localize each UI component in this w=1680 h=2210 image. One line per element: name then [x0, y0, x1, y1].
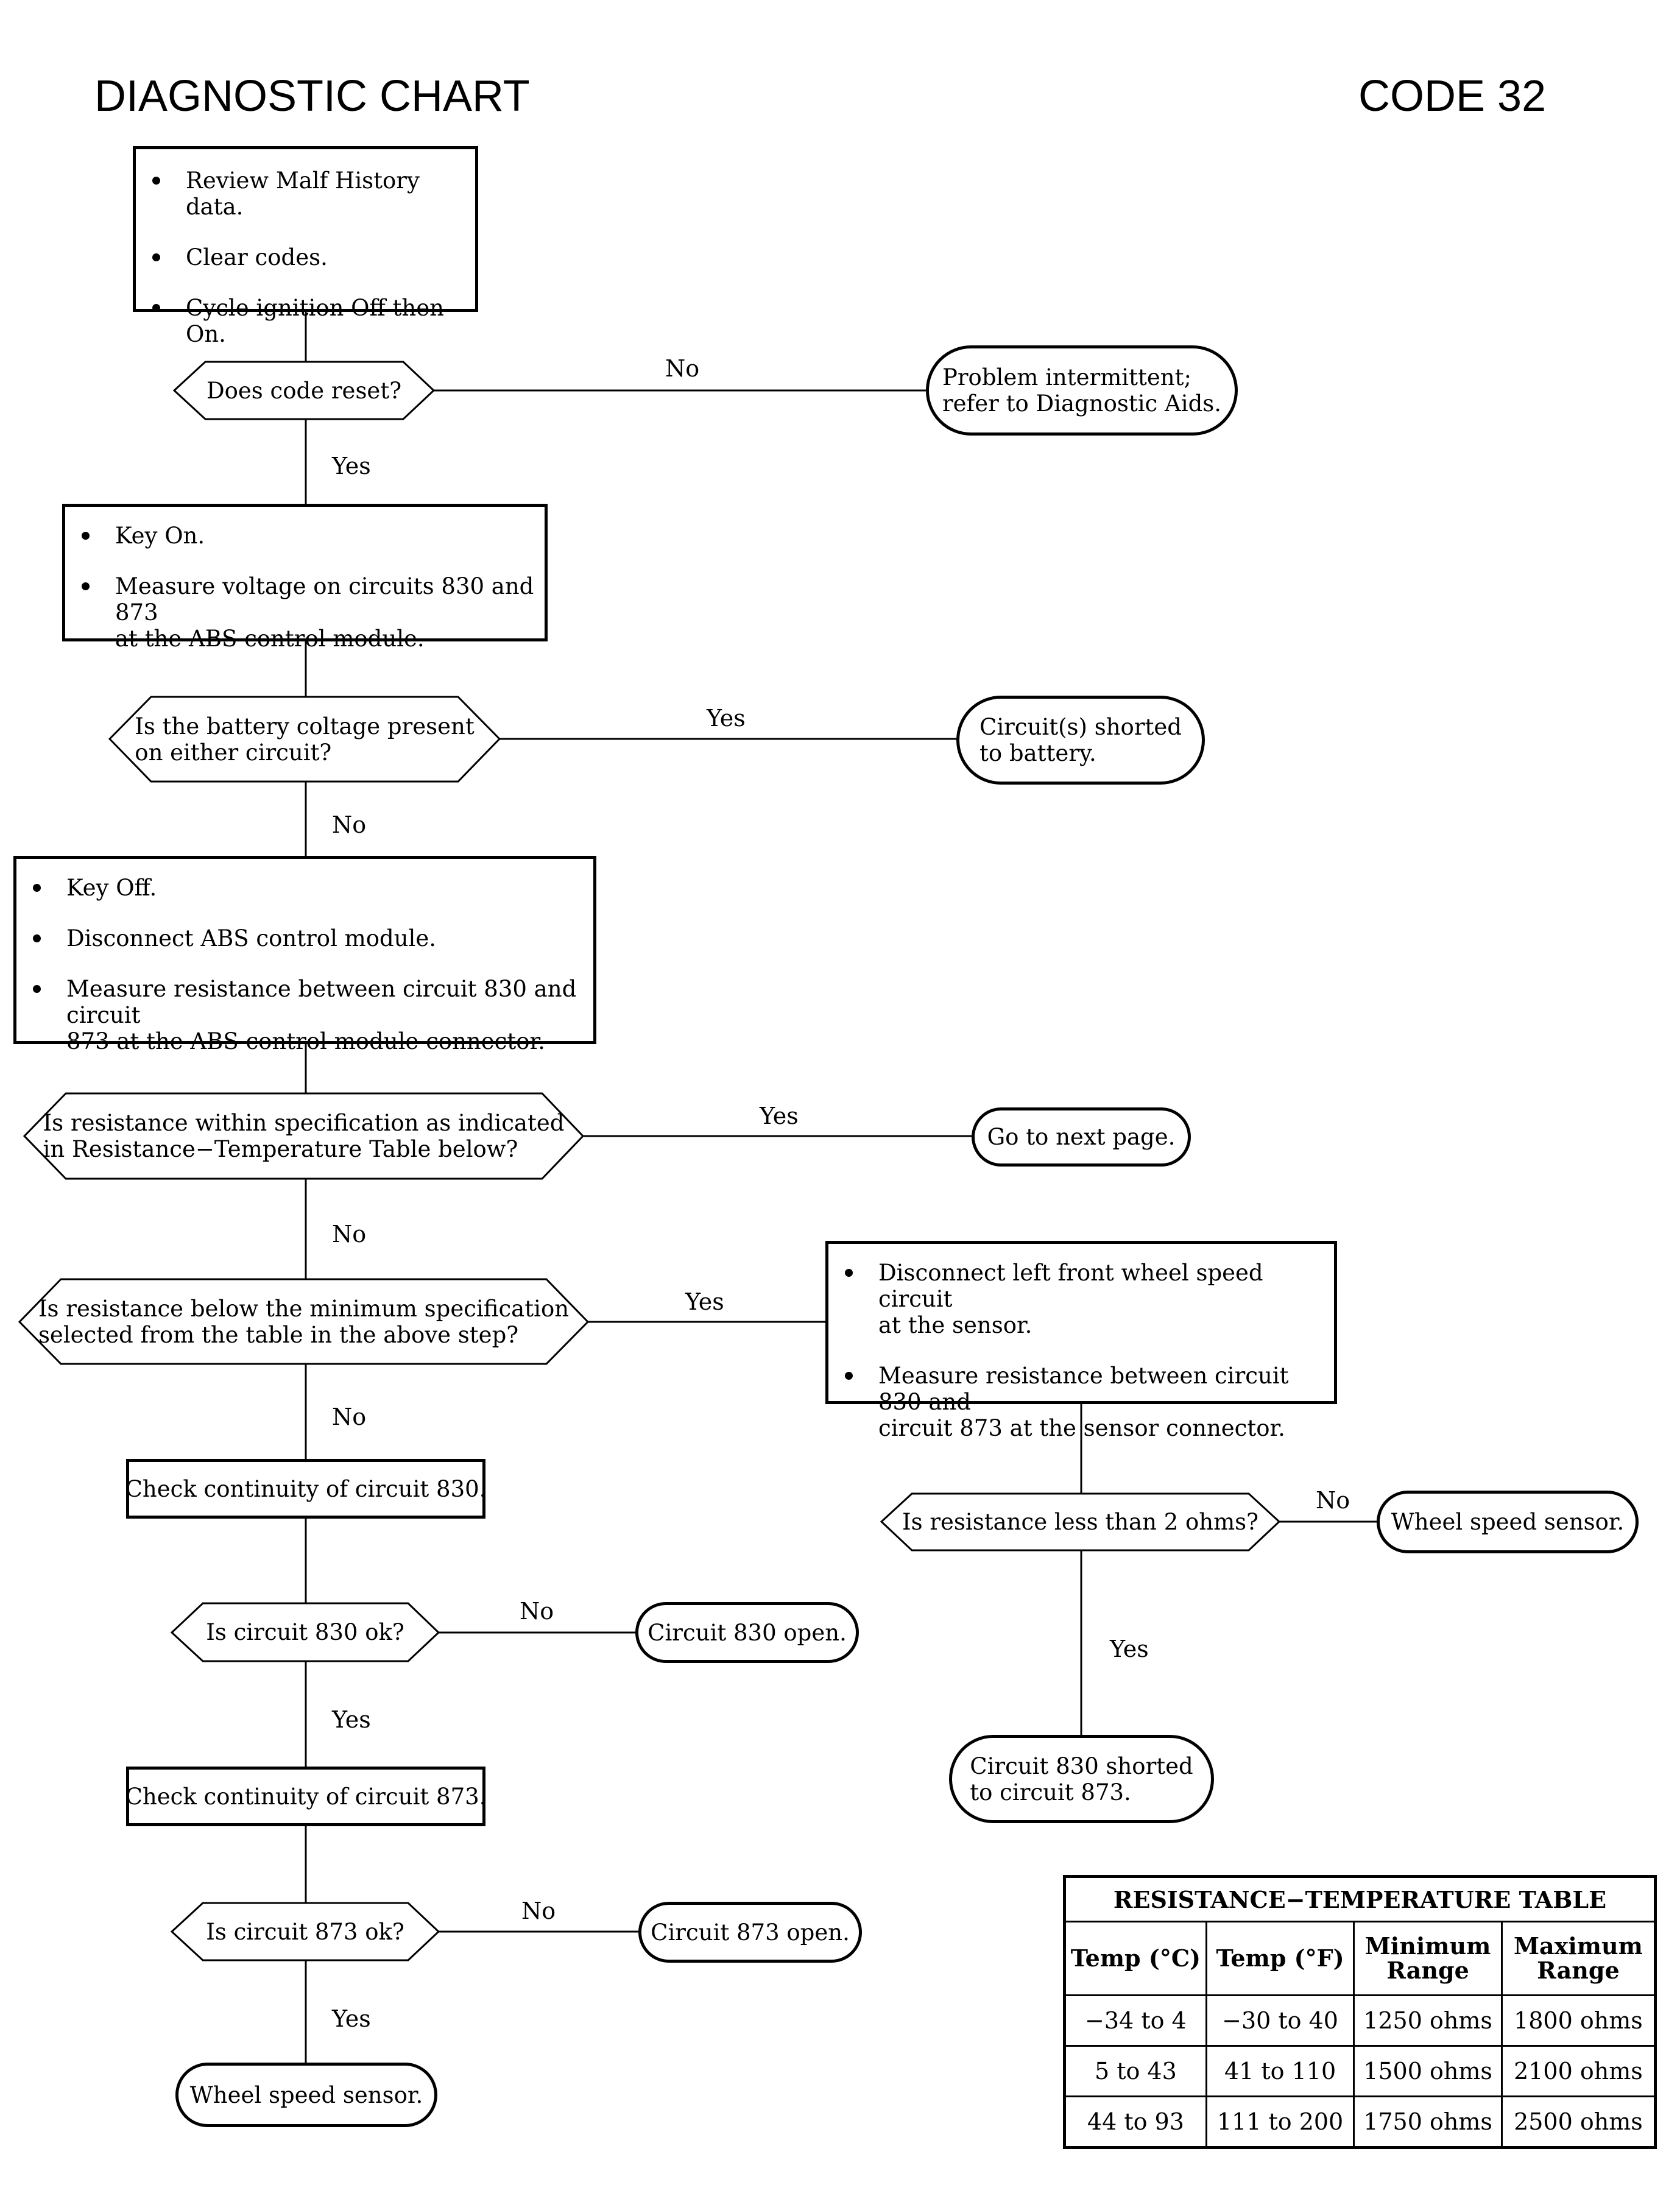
- edge-label-code-reset-no: No: [665, 355, 700, 382]
- code-number: CODE 32: [1358, 72, 1547, 121]
- resistance-temperature-table: RESISTANCE−TEMPERATURE TABLE Temp (°C) T…: [1063, 1875, 1657, 2149]
- decision-resistance-in-spec: Is resistance within specification as in…: [43, 1110, 565, 1162]
- decision-circuit-873-ok: Is circuit 873 ok?: [206, 1918, 404, 1945]
- table-cell: −34 to 4: [1064, 1994, 1207, 2047]
- step-key-on-item: Key On.: [65, 523, 545, 549]
- decision-code-reset: Does code reset?: [206, 377, 402, 404]
- result-go-to-next-page: Go to next page.: [972, 1107, 1191, 1167]
- step-start-item: Cycle ignition Off then On.: [136, 295, 475, 347]
- step-check-830: Check continuity of circuit 830.: [125, 1459, 486, 1519]
- decision-shape-resistance-in-spec: [23, 1092, 585, 1180]
- result-wheel-speed-sensor-right: Wheel speed sensor.: [1377, 1491, 1639, 1553]
- result-circuit-830-open: Circuit 830 open.: [635, 1602, 859, 1663]
- table-cell: −30 to 40: [1205, 1994, 1355, 2047]
- edge-label-c873-yes: Yes: [332, 2005, 371, 2032]
- edge-label-below-min-yes: Yes: [685, 1288, 724, 1315]
- table-row: −34 to 4 −30 to 40 1250 ohms 1800 ohms: [1064, 1994, 1657, 2047]
- step-key-off-item: Disconnect ABS control module.: [16, 925, 593, 951]
- step-key-on: Key On. Measure voltage on circuits 830 …: [62, 504, 548, 652]
- chart-title: DIAGNOSTIC CHART: [94, 72, 530, 121]
- decision-shape-battery-voltage: [108, 696, 501, 783]
- step-disconnect-sensor-item: Measure resistance between circuit 830 a…: [828, 1363, 1334, 1441]
- table-row: 5 to 43 41 to 110 1500 ohms 2100 ohms: [1064, 2045, 1657, 2097]
- edge-label-c830-yes: Yes: [332, 1706, 371, 1733]
- table-cell: 1250 ohms: [1353, 1994, 1503, 2047]
- step-check-873: Check continuity of circuit 873.: [125, 1767, 486, 1826]
- decision-shape-code-reset: [172, 361, 436, 420]
- edge-label-battery-yes: Yes: [707, 705, 746, 732]
- decision-less-than-2-ohms: Is resistance less than 2 ohms?: [902, 1509, 1259, 1535]
- decision-shape-circuit-830-ok: [170, 1602, 440, 1662]
- step-key-on-item: Measure voltage on circuits 830 and 873 …: [65, 573, 545, 652]
- result-circuit-873-open: Circuit 873 open.: [638, 1902, 862, 1963]
- table-cell: 111 to 200: [1205, 2095, 1355, 2148]
- edge-label-spec-yes: Yes: [760, 1103, 799, 1129]
- step-start-item: Review Malf History data.: [136, 168, 475, 220]
- edge-label-spec-no: No: [332, 1221, 367, 1248]
- decision-shape-less-than-2-ohms: [880, 1492, 1281, 1552]
- table-cell: 1750 ohms: [1353, 2095, 1503, 2148]
- edge-label-battery-no: No: [332, 811, 367, 838]
- edge-label-code-reset-yes: Yes: [332, 453, 371, 479]
- step-key-off-item: Measure resistance between circuit 830 a…: [16, 976, 593, 1054]
- decision-circuit-830-ok: Is circuit 830 ok?: [206, 1619, 404, 1645]
- result-wheel-speed-sensor-bottom: Wheel speed sensor.: [175, 2063, 437, 2127]
- edge-label-two-ohms-no: No: [1316, 1487, 1350, 1514]
- edge-label-c873-no: No: [521, 1898, 556, 1924]
- step-key-off-item: Key Off.: [16, 875, 593, 901]
- result-intermittent: Problem intermittent; refer to Diagnosti…: [926, 345, 1238, 436]
- decision-shape-resistance-below-min: [18, 1278, 590, 1365]
- table-cell: 2500 ohms: [1500, 2095, 1657, 2148]
- table-header-min-range: Minimum Range: [1353, 1921, 1503, 1996]
- table-header-temp-c: Temp (°C): [1064, 1921, 1207, 1996]
- table-cell: 44 to 93: [1064, 2095, 1207, 2148]
- table-cell: 41 to 110: [1205, 2045, 1355, 2097]
- decision-battery-voltage: Is the battery coltage present on either…: [135, 713, 475, 766]
- step-start: Review Malf History data. Clear codes. C…: [133, 146, 478, 347]
- decision-resistance-below-min: Is resistance below the minimum specific…: [38, 1295, 570, 1348]
- table-cell: 5 to 43: [1064, 2045, 1207, 2097]
- edge-label-two-ohms-yes: Yes: [1110, 1636, 1149, 1662]
- table-header-temp-f: Temp (°F): [1205, 1921, 1355, 1996]
- edge-label-c830-no: No: [520, 1598, 554, 1625]
- table-row: 44 to 93 111 to 200 1750 ohms 2500 ohms: [1064, 2095, 1657, 2148]
- step-key-off: Key Off. Disconnect ABS control module. …: [13, 856, 596, 1054]
- table-title: RESISTANCE−TEMPERATURE TABLE: [1064, 1876, 1656, 1922]
- edge-label-below-min-no: No: [332, 1403, 367, 1430]
- table-header-max-range: Maximum Range: [1500, 1921, 1657, 1996]
- decision-shape-circuit-873-ok: [170, 1902, 440, 1961]
- step-start-item: Clear codes.: [136, 244, 475, 270]
- result-shorted-to-battery: Circuit(s) shorted to battery.: [956, 696, 1205, 785]
- table-cell: 2100 ohms: [1500, 2045, 1657, 2097]
- result-circuit-830-shorted: Circuit 830 shorted to circuit 873.: [949, 1735, 1214, 1823]
- step-disconnect-sensor-item: Disconnect left front wheel speed circui…: [828, 1260, 1334, 1338]
- table-cell: 1800 ohms: [1500, 1994, 1657, 2047]
- step-disconnect-sensor: Disconnect left front wheel speed circui…: [825, 1241, 1337, 1441]
- table-cell: 1500 ohms: [1353, 2045, 1503, 2097]
